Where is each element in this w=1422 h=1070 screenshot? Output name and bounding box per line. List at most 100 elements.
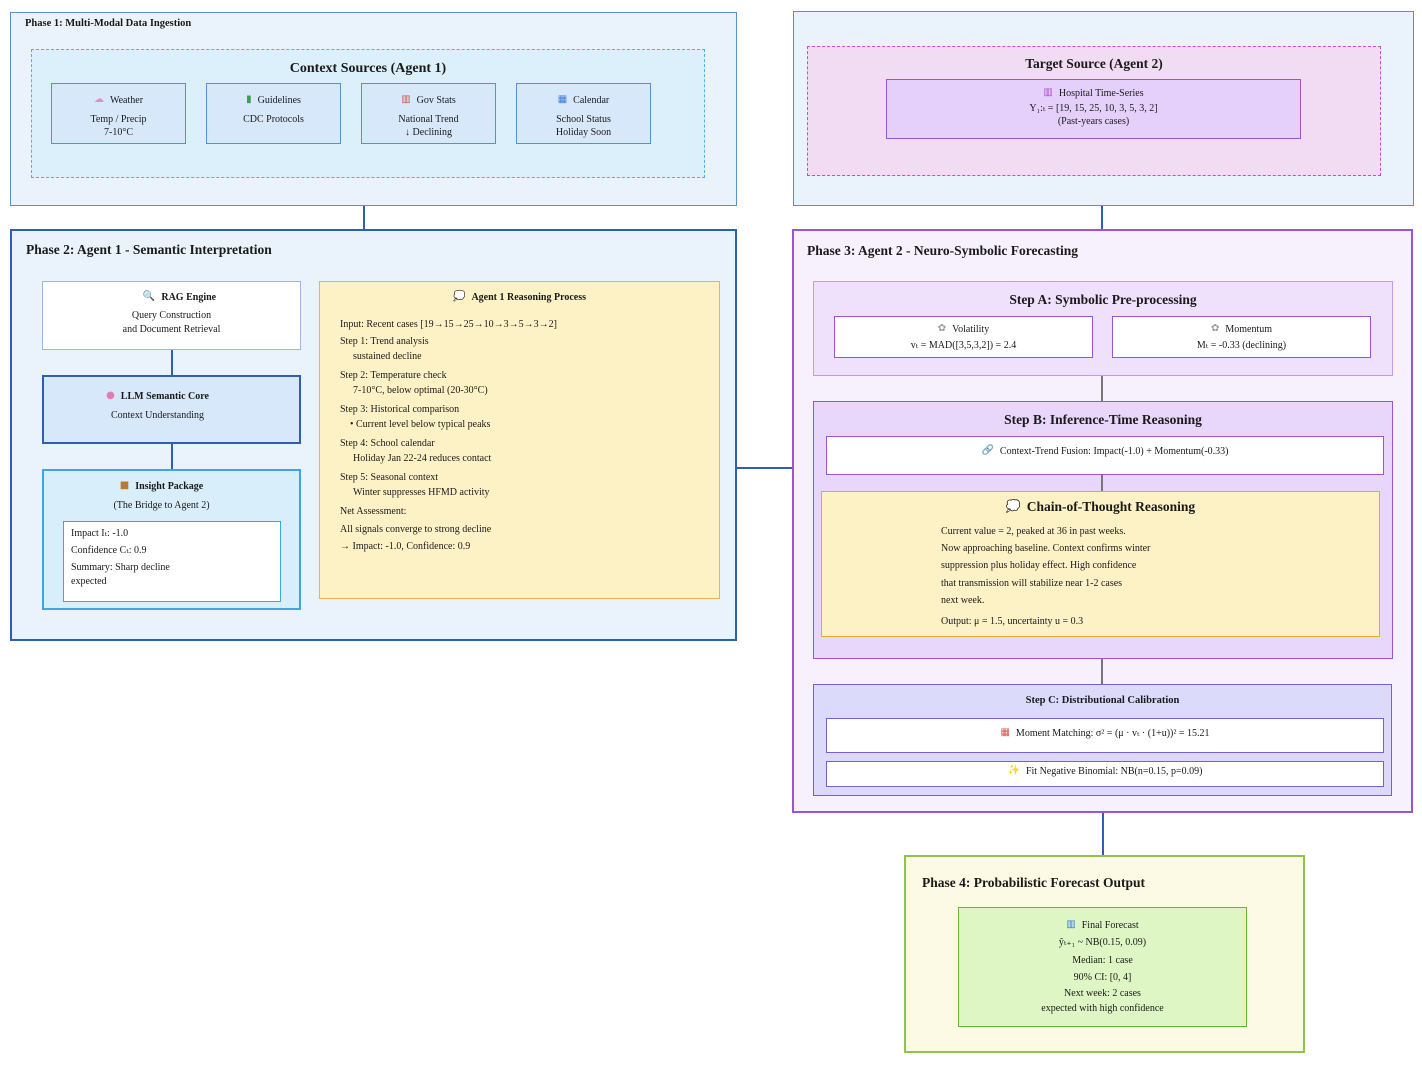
context-sources-title: Context Sources (Agent 1) [289, 61, 447, 76]
forecast-next-week: Next week: 2 cases [1064, 988, 1141, 1000]
connector-stepB-stepC [1101, 659, 1103, 684]
reasoning-input: Input: Recent cases [19→15→25→10→3→5→3→2… [340, 318, 557, 330]
reasoning-step3: Step 3: Historical comparison [340, 404, 460, 415]
thought-bubble-icon: 💭 [1005, 499, 1021, 513]
forecast-median: Median: 1 case [1072, 954, 1133, 966]
bar-chart-icon: ▥ [401, 94, 411, 105]
net-assessment-label: Net Assessment: [340, 506, 407, 517]
reasoning-step5-detail: Winter suppresses HFMD activity [353, 486, 490, 498]
agent1-reasoning-card: 💭 Agent 1 Reasoning Process Input: Recent… [319, 281, 720, 599]
source-weather-title: Weather [109, 95, 144, 106]
insight-title: Insight Package [135, 481, 204, 492]
reasoning-step4-detail: Holiday Jan 22-24 reduces contact [353, 452, 492, 464]
insight-summary: Summary: Sharp decline [71, 562, 170, 573]
chart-icon: ▥ [1043, 87, 1053, 98]
reasoning-step1: Step 1: Trend analysis [340, 336, 429, 347]
connector-p1-p2 [363, 206, 365, 229]
rag-engine-line1: Query Construction [131, 310, 212, 321]
reasoning-step5: Step 5: Seasonal context [340, 472, 439, 483]
momentum-title: Momentum [1225, 324, 1273, 335]
cot-body: Current value = 2, peaked at 36 in past … [941, 523, 1271, 630]
target-source-title: Target Source (Agent 2) [1025, 56, 1163, 71]
insight-details: Impact Iₜ: -1.0 Confidence Cₜ: 0.9 Summa… [63, 521, 281, 602]
sparkles-icon: ✨ [1007, 765, 1020, 776]
source-gov-stats-line1: National Trend [398, 114, 459, 125]
llm-semantic-core-card: ● LLM Semantic Core Context Understanding [42, 375, 301, 444]
package-icon: ■ [119, 480, 130, 491]
abacus-icon: ▦ [1000, 727, 1010, 738]
source-weather-line2: 7-10°C [104, 127, 133, 138]
connector-stepA-stepB [1101, 376, 1103, 401]
reasoning-title: Agent 1 Reasoning Process [471, 292, 586, 303]
momentum-formula: Mₜ = -0.33 (declining) [1196, 340, 1287, 351]
cot-title-row: 💭 Chain-of-Thought Reasoning [821, 499, 1380, 515]
rag-engine-line2: and Document Retrieval [122, 324, 221, 335]
connector-p3-p4 [1102, 813, 1104, 855]
stepA-title: Step A: Symbolic Pre-processing [1009, 292, 1197, 307]
books-icon: ▮ [246, 94, 252, 105]
source-weather: ☁ Weather Temp / Precip 7-10°C [51, 83, 186, 144]
phase3-title: Phase 3: Agent 2 - Neuro-Symbolic Foreca… [807, 243, 1078, 258]
connector-p2-p3 [737, 467, 792, 469]
llm-core-title: LLM Semantic Core [120, 391, 209, 402]
chain-of-thought-card [821, 491, 1380, 637]
phase1-title: Phase 1: Multi-Modal Data Ingestion [25, 18, 192, 29]
thought-bubble-icon: 💭 [453, 291, 466, 302]
reasoning-step2-detail: 7-10°C, below optimal (20-30°C) [353, 384, 488, 396]
connector-llm-insight [171, 444, 173, 469]
source-calendar-title: Calendar [573, 95, 610, 106]
moment-matching-text: Moment Matching: σ² = (μ · vₜ · (1+u))² … [1015, 728, 1210, 739]
insight-confidence: Confidence Cₜ: 0.9 [71, 545, 147, 556]
source-guidelines: ▮Guidelines CDC Protocols [206, 83, 341, 144]
volatility-title: Volatility [952, 324, 990, 335]
negative-binomial-text: Fit Negative Binomial: NB(n=0.15, p=0.09… [1025, 766, 1203, 777]
timeseries-values: Y₁:ₜ = [19, 15, 25, 10, 3, 5, 3, 2] [1029, 103, 1158, 114]
cot-line: suppression plus holiday effect. High co… [941, 560, 1137, 572]
net-assessment-line1: All signals converge to strong decline [340, 523, 492, 535]
source-gov-stats-title: Gov Stats [416, 95, 456, 106]
link-icon: 🔗 [981, 445, 994, 456]
timeseries-note: (Past-years cases) [1057, 116, 1130, 127]
forecast-confidence: expected with high confidence [1041, 1003, 1164, 1015]
source-guidelines-line1: CDC Protocols [243, 114, 304, 125]
brain-icon: ● [106, 390, 115, 401]
net-assessment-line2: → Impact: -1.0, Confidence: 0.9 [340, 541, 471, 552]
source-gov-stats-line2: ↓ Declining [405, 127, 452, 138]
reasoning-step3-detail: • Current level below typical peaks [350, 418, 491, 430]
context-trend-fusion-card: 🔗 Context-Trend Fusion: Impact(-1.0) + Mo… [826, 436, 1384, 475]
connector-target-p3 [1101, 206, 1103, 229]
insight-subtitle: (The Bridge to Agent 2) [113, 500, 210, 511]
forecast-distribution: ŷₜ₊₁ ~ NB(0.15, 0.09) [1058, 937, 1147, 949]
cot-line: Current value = 2, peaked at 36 in past … [941, 526, 1126, 537]
timeseries-name: Hospital Time-Series [1058, 88, 1144, 99]
cloud-icon: ☁ [93, 94, 104, 105]
cot-line: Now approaching baseline. Context confir… [941, 543, 1151, 555]
momentum-card: ✿ Momentum Mₜ = -0.33 (declining) [1112, 316, 1371, 358]
rag-engine-title: RAG Engine [161, 292, 217, 303]
stepC-title: Step C: Distributional Calibration [1025, 695, 1180, 706]
reasoning-step4: Step 4: School calendar [340, 438, 435, 449]
cot-title: Chain-of-Thought Reasoning [1026, 499, 1196, 514]
llm-core-line1: Context Understanding [110, 410, 205, 421]
reasoning-step1-detail: sustained decline [353, 350, 422, 362]
source-calendar-line1: School Status [556, 114, 611, 125]
rag-engine-card: 🔍 RAG Engine Query Construction and Docum… [42, 281, 301, 350]
gear-icon: ✿ [937, 323, 947, 334]
connector-fusion-cot [1101, 475, 1103, 491]
fusion-text: Context-Trend Fusion: Impact(-1.0) + Mom… [999, 446, 1229, 457]
gear-icon: ✿ [1210, 323, 1220, 334]
search-icon: 🔍 [142, 291, 156, 302]
stepB-title: Step B: Inference-Time Reasoning [1004, 412, 1202, 427]
hospital-timeseries-card: ▥ Hospital Time-Series Y₁:ₜ = [19, 15, 25… [886, 79, 1301, 139]
phase4-title: Phase 4: Probabilistic Forecast Output [922, 875, 1145, 890]
cot-output: Output: μ = 1.5, uncertainty u = 0.3 [941, 616, 1084, 628]
cot-line: that transmission will stabilize near 1-… [941, 577, 1123, 589]
reasoning-step2: Step 2: Temperature check [340, 370, 447, 381]
volatility-card: ✿ Volatility vₜ = MAD([3,5,3,2]) = 2.4 [834, 316, 1093, 358]
cot-line: next week. [941, 594, 985, 606]
volatility-formula: vₜ = MAD([3,5,3,2]) = 2.4 [910, 340, 1017, 351]
source-weather-line1: Temp / Precip [90, 114, 147, 125]
source-calendar: ▦Calendar School Status Holiday Soon [516, 83, 651, 144]
calendar-icon: ▦ [557, 94, 568, 105]
forecast-ci: 90% CI: [0, 4] [1073, 971, 1132, 983]
